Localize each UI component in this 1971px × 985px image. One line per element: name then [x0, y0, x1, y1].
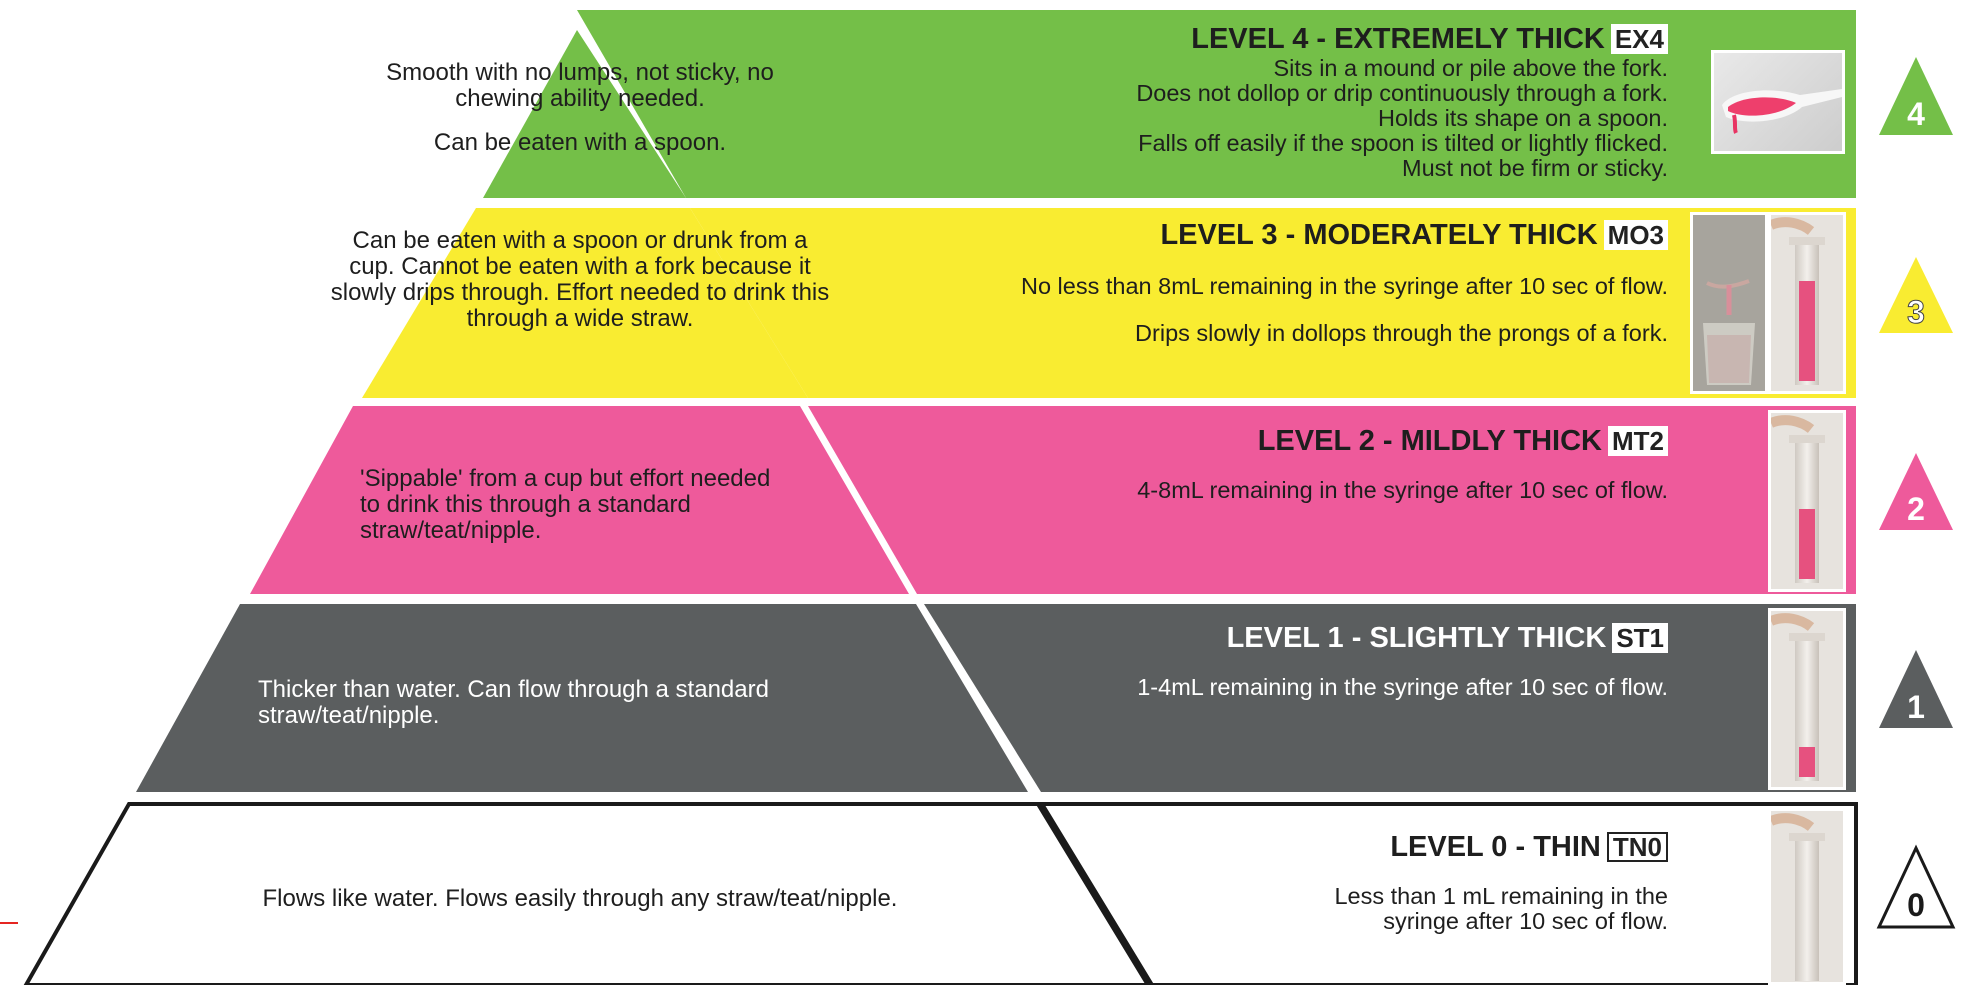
level-1-description-line-1: Thicker than water. Can flow through a s…	[258, 676, 769, 729]
level-0-title: LEVEL 0 - THIN	[1390, 831, 1601, 863]
level-0-syringe-photo	[1768, 808, 1846, 985]
level-4-description-line-2: Can be eaten with a spoon.	[433, 129, 727, 156]
level-2-detail-1: 4-8mL remaining in the syringe after 10 …	[1137, 477, 1668, 503]
level-4-detail-5: Must not be firm or sticky.	[1402, 155, 1668, 181]
level-3-description-line-1: Can be eaten with a spoon or drunk from …	[330, 227, 830, 332]
level-1-title: LEVEL 1 - SLIGHTLY THICK	[1226, 622, 1607, 654]
level-4-detail-2: Does not dollop or drip continuously thr…	[1136, 80, 1668, 106]
level-3-detail-2: Drips slowly in dollops through the pron…	[1135, 320, 1668, 346]
level-3-triangle	[1879, 257, 1953, 333]
level-3-cup-photo	[1690, 212, 1768, 394]
level-4-code-badge: EX4	[1610, 24, 1668, 54]
level-0-description: Flows like water. Flows easily through a…	[160, 886, 1000, 912]
level-1-number: 1	[1907, 689, 1925, 725]
level-3-code-badge: MO3	[1603, 220, 1668, 250]
level-3-title: LEVEL 3 - MODERATELY THICK	[1160, 219, 1598, 251]
level-0-triangle	[1876, 844, 1956, 929]
level-3-band	[690, 208, 1856, 398]
level-4-band	[577, 10, 1856, 198]
level-0-pyramid-tier	[23, 802, 1151, 985]
level-4-detail-4: Falls off easily if the spoon is tilted …	[1138, 130, 1668, 156]
level-2-title: LEVEL 2 - MILDLY THICK	[1257, 425, 1602, 457]
level-2-number: 2	[1907, 491, 1925, 527]
level-2-triangle	[1879, 453, 1953, 530]
level-4-title: LEVEL 4 - EXTREMELY THICK	[1191, 23, 1605, 55]
level-4-detail-3: Holds its shape on a spoon.	[1377, 105, 1668, 131]
level-3-detail-1: No less than 8mL remaining in the syring…	[1020, 273, 1668, 299]
level-1-detail-1: 1-4mL remaining in the syringe after 10 …	[1137, 674, 1668, 700]
level-4-triangle	[1879, 57, 1953, 135]
level-4-description-line-1: Smooth with no lumps, not sticky, no che…	[386, 59, 774, 112]
level-4-spoon-photo	[1711, 50, 1845, 154]
level-4-detail-1: Sits in a mound or pile above the fork.	[1273, 55, 1669, 81]
level-3-pyramid-tier	[362, 208, 808, 398]
level-1-description: Thicker than water. Can flow through a s…	[258, 677, 918, 729]
level-1-triangle	[1879, 650, 1953, 728]
level-4-pyramid-tier	[483, 30, 686, 198]
level-3-syringe-photo	[1768, 212, 1846, 394]
level-1-pyramid-tier	[136, 604, 1028, 792]
level-0-number: 0	[1907, 887, 1925, 923]
level-1-syringe-photo	[1768, 608, 1846, 790]
level-4-number: 4	[1907, 96, 1925, 132]
level-1-code-badge: ST1	[1612, 623, 1668, 653]
level-2-description: 'Sippable' from a cup but effort needed …	[360, 466, 780, 544]
level-0-code-badge: TN0	[1606, 832, 1668, 862]
level-2-pyramid-tier	[250, 406, 909, 594]
level-2-syringe-photo	[1768, 410, 1846, 592]
level-3-number: 3	[1907, 294, 1926, 330]
level-0-detail-1: Less than 1 mL remaining in the syringe …	[1334, 883, 1668, 934]
level-2-code-badge: MT2	[1608, 426, 1668, 456]
level-4-description: Smooth with no lumps, not sticky, no che…	[340, 60, 820, 156]
level-2-description-line-1: 'Sippable' from a cup but effort needed …	[360, 465, 771, 544]
level-0-description-line-1: Flows like water. Flows easily through a…	[262, 885, 898, 912]
level-2-band	[808, 406, 1856, 594]
level-3-description: Can be eaten with a spoon or drunk from …	[330, 228, 830, 332]
